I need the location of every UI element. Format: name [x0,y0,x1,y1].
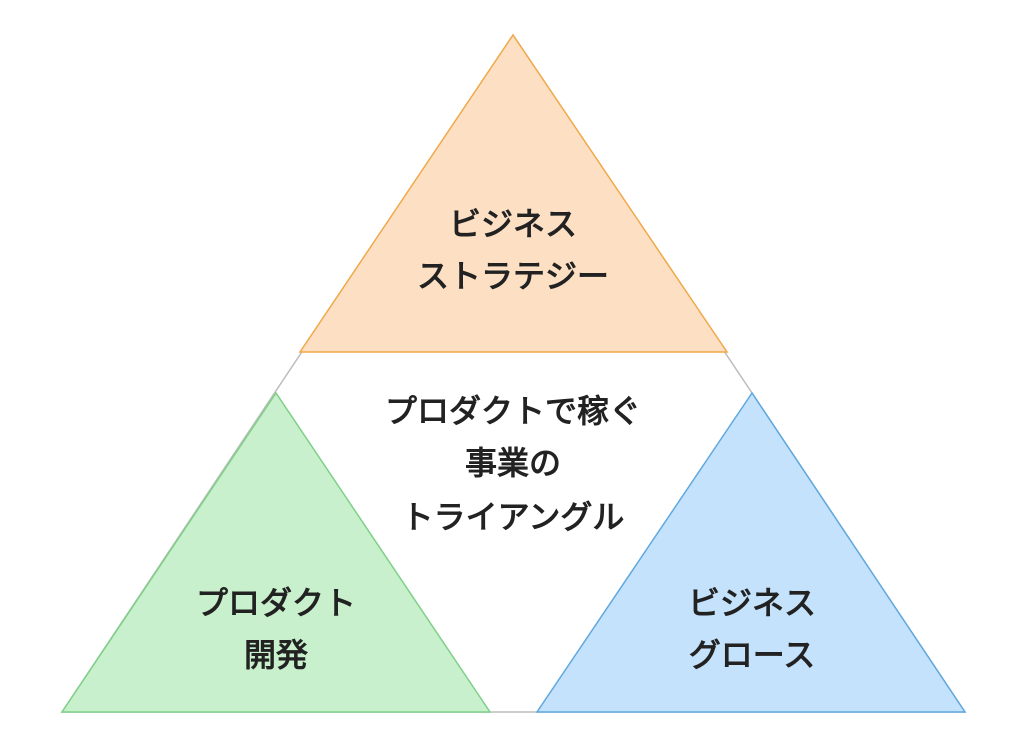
right-triangle-business-growth [535,391,967,713]
center-label-line3: トライアングル [402,498,625,536]
top-triangle-business-strategy [298,33,729,353]
left-triangle-product-development [60,391,492,713]
right-label-line1: ビジネス [688,584,816,622]
top-label-line2: ストラテジー [417,257,609,295]
center-label-line2: 事業の [465,444,561,482]
center-label-line1: プロダクトで稼ぐ [385,392,641,430]
left-label-line1: プロダクト [196,584,356,622]
top-label-line1: ビジネス [449,205,577,243]
right-label-line2: グロース [689,636,815,674]
left-label-line2: 開発 [244,636,309,674]
